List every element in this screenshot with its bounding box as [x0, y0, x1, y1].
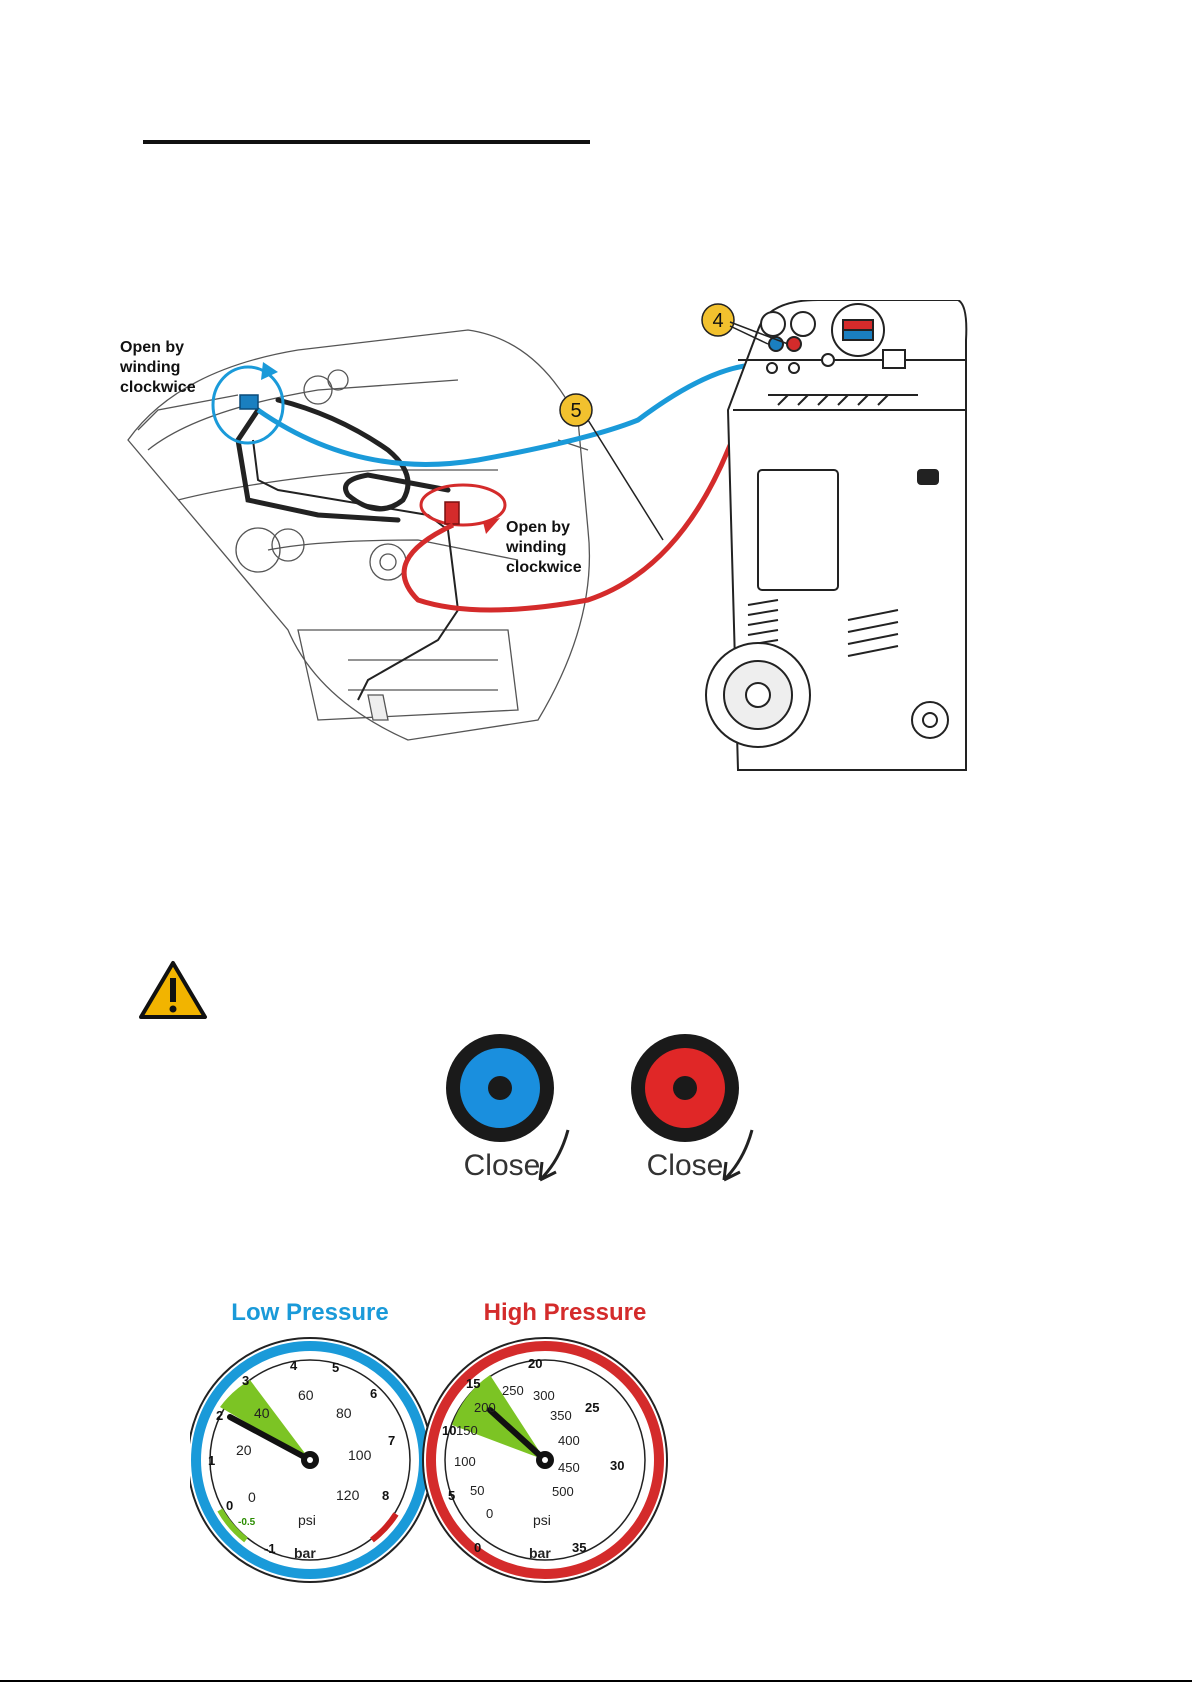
low-pressure-gauge: -1 -0.5 0 1 2 3 4 5 6 7 8 0 20 40 60 80 … [190, 1338, 432, 1582]
svg-text:5: 5 [448, 1488, 455, 1503]
left-callout: Open by winding clockwice [119, 339, 196, 396]
svg-text:clockwice: clockwice [506, 559, 582, 576]
svg-text:0: 0 [486, 1506, 493, 1521]
svg-text:4: 4 [712, 310, 723, 332]
svg-text:15: 15 [466, 1376, 480, 1391]
svg-text:clockwice: clockwice [120, 379, 196, 396]
high-pressure-title: High Pressure [484, 1300, 647, 1326]
svg-text:0: 0 [226, 1498, 233, 1513]
svg-text:8: 8 [382, 1488, 389, 1503]
svg-text:6: 6 [370, 1386, 377, 1401]
svg-text:200: 200 [474, 1400, 496, 1415]
svg-text:100: 100 [454, 1454, 476, 1469]
connection-diagram: 4 5 Open by winding clockwice Open by wi… [118, 300, 1072, 840]
svg-text:500: 500 [552, 1484, 574, 1499]
svg-text:250: 250 [502, 1383, 524, 1398]
svg-text:450: 450 [558, 1460, 580, 1475]
svg-text:5: 5 [570, 400, 581, 422]
svg-text:3: 3 [242, 1373, 249, 1388]
svg-text:psi: psi [533, 1512, 551, 1528]
svg-text:60: 60 [298, 1387, 314, 1403]
svg-text:5: 5 [332, 1360, 339, 1375]
svg-text:400: 400 [558, 1433, 580, 1448]
svg-text:psi: psi [298, 1512, 316, 1528]
svg-text:35: 35 [572, 1540, 586, 1555]
right-callout: Open by winding clockwice [505, 519, 582, 576]
svg-text:Open by: Open by [120, 339, 184, 356]
svg-text:-1: -1 [264, 1541, 276, 1556]
svg-text:40: 40 [254, 1405, 270, 1421]
blue-knob-label: Close [464, 1149, 541, 1182]
low-pressure-title: Low Pressure [231, 1300, 388, 1326]
svg-text:150: 150 [456, 1423, 478, 1438]
svg-text:-0.5: -0.5 [238, 1517, 256, 1528]
svg-text:30: 30 [610, 1458, 624, 1473]
svg-text:bar: bar [529, 1545, 551, 1561]
svg-text:350: 350 [550, 1408, 572, 1423]
low-side-hose [258, 365, 768, 465]
close-knobs: Close Close [440, 1030, 780, 1190]
svg-text:4: 4 [290, 1358, 298, 1373]
svg-text:bar: bar [294, 1545, 316, 1561]
svg-text:10: 10 [442, 1423, 456, 1438]
svg-text:0: 0 [474, 1540, 481, 1555]
svg-text:Open by: Open by [506, 519, 570, 536]
svg-text:50: 50 [470, 1483, 484, 1498]
left-rotation-arrow [213, 362, 283, 443]
svg-text:2: 2 [216, 1408, 223, 1423]
svg-text:0: 0 [248, 1489, 256, 1505]
svg-text:winding: winding [505, 539, 566, 556]
warning-triangle-icon [138, 960, 208, 1020]
svg-text:20: 20 [528, 1356, 542, 1371]
section-heading-underline [143, 140, 590, 144]
svg-text:winding: winding [119, 359, 180, 376]
svg-text:80: 80 [336, 1405, 352, 1421]
page-bottom-border [0, 1680, 1192, 1682]
svg-text:120: 120 [336, 1487, 360, 1503]
high-pressure-gauge: 0 5 10 15 20 25 30 35 0 50 100 150 200 2… [423, 1338, 667, 1582]
svg-text:25: 25 [585, 1400, 599, 1415]
ac-service-station [706, 300, 966, 770]
right-rotation-arrow [421, 485, 505, 534]
pressure-gauges: Low Pressure -1 -0.5 0 1 2 3 4 5 6 7 8 0… [190, 1300, 690, 1600]
svg-text:100: 100 [348, 1447, 372, 1463]
svg-text:300: 300 [533, 1388, 555, 1403]
svg-text:1: 1 [208, 1453, 215, 1468]
red-knob-label: Close [647, 1149, 724, 1182]
svg-text:7: 7 [388, 1433, 395, 1448]
svg-text:20: 20 [236, 1442, 252, 1458]
